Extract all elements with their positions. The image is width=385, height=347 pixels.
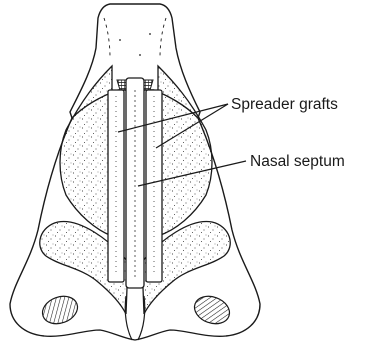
columella [125,296,145,340]
spreader-grafts-label: Spreader grafts [231,97,338,113]
nasal-septum-label: Nasal septum [250,154,345,170]
nostrils [39,292,234,329]
